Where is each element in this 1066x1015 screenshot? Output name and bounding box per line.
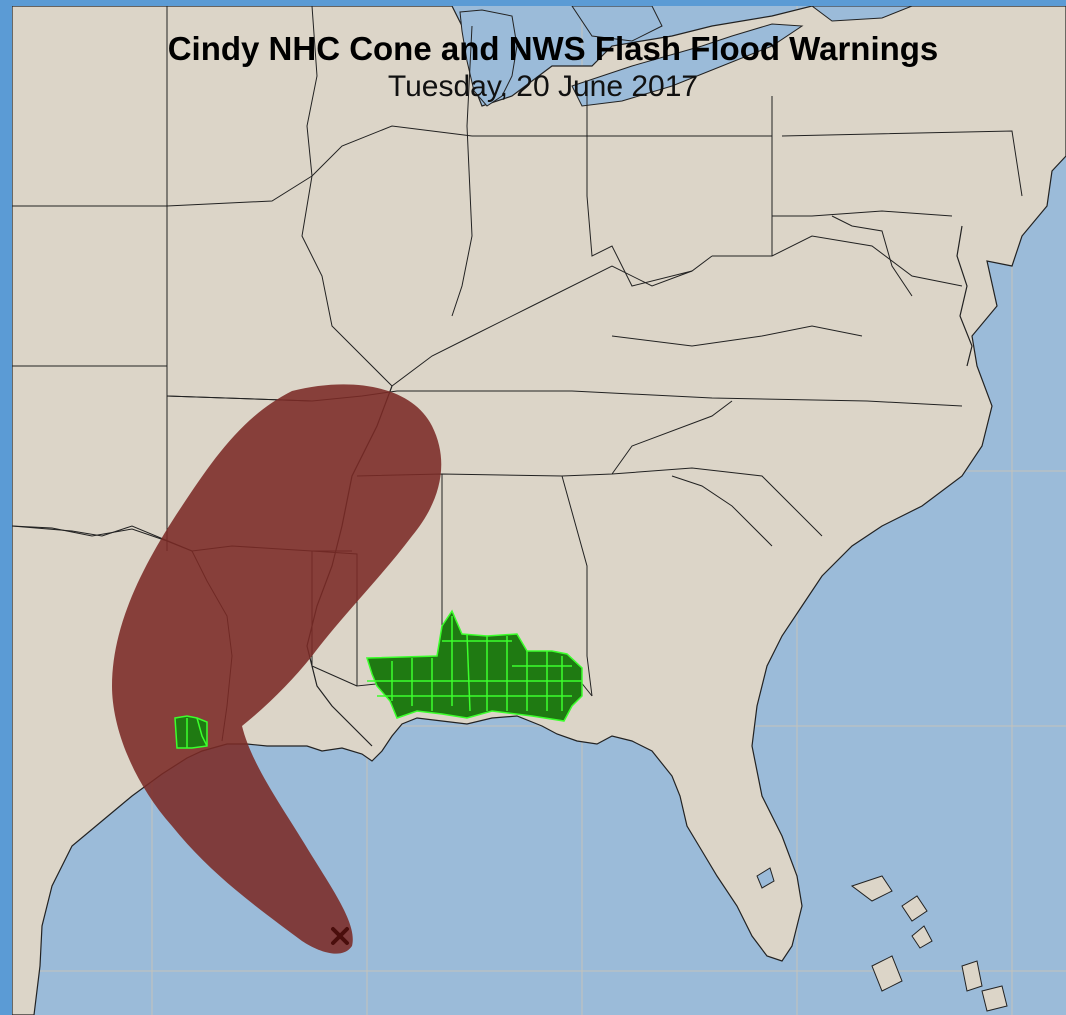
nhc-forecast-cone[interactable] [112, 384, 442, 954]
lake-michigan [459, 9, 518, 107]
lake-ontario [811, 6, 913, 22]
map-canvas[interactable] [12, 6, 1066, 1015]
flash-flood-warning-tx-la[interactable] [174, 715, 208, 749]
flash-flood-warning-gulf-coast[interactable] [365, 609, 583, 722]
lake-okeechobee [756, 867, 775, 889]
map-svg [12, 6, 1066, 1015]
x-mark-icon[interactable] [331, 927, 349, 945]
land-mass [12, 6, 1066, 1015]
lake-huron [571, 6, 663, 42]
bahamas [850, 875, 1008, 1012]
chesapeake-bay [956, 225, 973, 367]
lake-erie [571, 23, 804, 107]
